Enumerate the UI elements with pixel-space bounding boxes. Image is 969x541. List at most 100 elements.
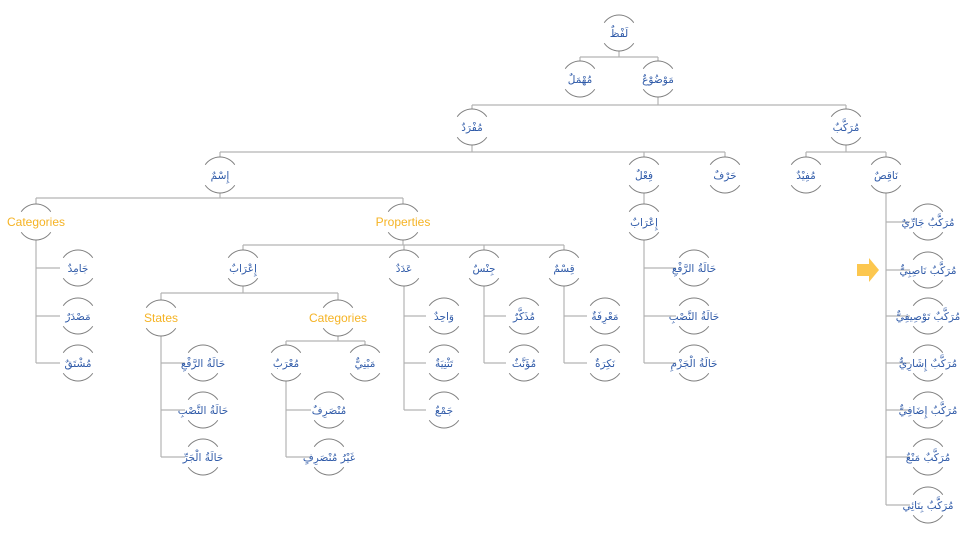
node-label: مُؤَنَّثٌ xyxy=(512,357,536,370)
node-fil-irab[interactable]: إِعْرَابٌ xyxy=(628,203,660,241)
node-jamid[interactable]: جَامِدٌ xyxy=(62,249,94,287)
node-arc-bottom xyxy=(62,372,94,382)
node-arc-bottom xyxy=(145,327,177,337)
node-ism-jarr[interactable]: حَالَةُ الْجَرِّ xyxy=(182,438,224,476)
node-arc-bottom xyxy=(912,466,944,476)
node-arc-top xyxy=(187,391,219,401)
node-arc-top xyxy=(62,297,94,307)
node-m-mani[interactable]: مُرَكَّبٌ مَنْعٌ xyxy=(906,438,950,476)
node-label: Categories xyxy=(309,311,367,325)
node-label: مُرَكَّبٌ إِضَافِيٌّ xyxy=(899,401,958,419)
node-label: حَالَةُ النَّصْبِ xyxy=(178,404,229,418)
node-ism-nasb[interactable]: حَالَةُ النَّصْبِ xyxy=(178,391,229,429)
right-arrow-icon xyxy=(857,258,879,282)
node-label: مُعْرَبٌ xyxy=(273,358,299,370)
node-masdar[interactable]: مَصْدَرٌ xyxy=(62,297,94,335)
node-arc-top xyxy=(62,344,94,354)
node-arc-top xyxy=(145,299,177,309)
node-murab[interactable]: مُعْرَبٌ xyxy=(270,344,302,382)
node-arc-top xyxy=(428,391,460,401)
node-murakkab[interactable]: مُرَكَّبٌ xyxy=(830,108,862,146)
node-irab[interactable]: إِعْرَابٌ xyxy=(227,249,259,287)
node-fil-raf[interactable]: حَالَةُ الرَّفْعِ xyxy=(672,249,716,287)
node-arc-top xyxy=(20,203,52,213)
node-arc-bottom xyxy=(603,42,635,52)
node-irab-states[interactable]: States xyxy=(144,299,178,337)
node-arc-bottom xyxy=(678,277,710,287)
node-label: مُفْرَدٌ xyxy=(461,122,482,134)
node-arc-bottom xyxy=(62,277,94,287)
node-arc-top xyxy=(564,60,596,70)
node-m-nasibi[interactable]: مُرَكَّبٌ نَاصِبِيٌّ xyxy=(899,251,957,289)
node-arc-bottom xyxy=(270,372,302,382)
node-ism-raf[interactable]: حَالَةُ الرَّفْعِ xyxy=(181,344,225,382)
node-mufrad[interactable]: مُفْرَدٌ xyxy=(456,108,488,146)
node-fil-jazm[interactable]: حَالَةُ الْجَزْمِ xyxy=(670,344,718,382)
node-muhmal[interactable]: مُهْمَلٌ xyxy=(564,60,596,98)
node-muannath[interactable]: مُؤَنَّثٌ xyxy=(508,344,540,382)
node-qism[interactable]: قِسْمٌ xyxy=(548,249,580,287)
node-arc-bottom xyxy=(428,325,460,335)
node-mufid[interactable]: مُفِيْدٌ xyxy=(790,156,822,194)
node-label: إِسْمٌ xyxy=(211,170,231,184)
node-label: مُرَكَّبٌ بِنَائِي xyxy=(902,496,953,513)
node-mudhakkar[interactable]: مُذَكَّرٌ xyxy=(508,297,540,335)
node-ism[interactable]: إِسْمٌ xyxy=(204,156,236,194)
node-jam[interactable]: جَمْعٌ xyxy=(428,391,460,429)
node-arc-bottom xyxy=(912,325,944,335)
node-arc-bottom xyxy=(830,136,862,146)
node-arc-top xyxy=(187,438,219,448)
node-harf[interactable]: حَرْفٌ xyxy=(709,156,741,194)
node-nakira[interactable]: نَكِرَةٌ xyxy=(589,344,621,382)
node-tathniya[interactable]: تَثْنِيَةٌ xyxy=(428,344,460,382)
node-jins[interactable]: جِنْسٌ xyxy=(468,249,500,287)
node-m-ishari[interactable]: مُرَكَّبٌ إِشَارِيٌّ xyxy=(899,344,957,382)
node-arc-top xyxy=(709,156,741,166)
node-adad[interactable]: عَدَدٌ xyxy=(388,249,420,287)
node-label: حَالَةُ النَّصْبِ xyxy=(669,310,720,324)
node-label: مَعْرِفَةٌ xyxy=(591,311,618,325)
node-wahid[interactable]: وَاحِدٌ xyxy=(428,297,460,335)
node-arc-bottom xyxy=(709,184,741,194)
node-ism-properties[interactable]: Properties xyxy=(376,203,431,241)
node-ghayr-munsarif[interactable]: غَيْرُ مُنْصَرِفٍ xyxy=(303,438,356,476)
node-arc-bottom xyxy=(589,372,621,382)
node-marifa[interactable]: مَعْرِفَةٌ xyxy=(589,297,621,335)
node-arc-bottom xyxy=(62,325,94,335)
node-arc-top xyxy=(870,156,902,166)
node-m-jarri[interactable]: مُرَكَّبٌ جَارِّيٌ xyxy=(901,203,955,241)
node-lafz[interactable]: لَفْظٌ xyxy=(603,14,635,52)
node-munsarif[interactable]: مُنْصَرِفٌ xyxy=(312,391,347,429)
node-m-tawsifi[interactable]: مُرَكَّبٌ تَوْصِيفِيٌّ xyxy=(896,297,961,335)
node-arc-bottom xyxy=(508,325,540,335)
node-arc-bottom xyxy=(322,327,354,337)
node-arc-bottom xyxy=(912,231,944,241)
node-arc-top xyxy=(678,297,710,307)
node-ism-categories[interactable]: Categories xyxy=(7,203,65,241)
node-mabni[interactable]: مَبْنِيٌّ xyxy=(349,344,381,382)
node-arc-bottom xyxy=(388,277,420,287)
node-label: جَامِدٌ xyxy=(68,263,89,275)
node-arc-bottom xyxy=(204,184,236,194)
node-fil[interactable]: فِعْلٌ xyxy=(628,156,660,194)
node-arc-bottom xyxy=(870,184,902,194)
node-mushtaq[interactable]: مُشْتَقٌ xyxy=(62,344,94,382)
node-label: إِعْرَابٌ xyxy=(229,263,258,277)
node-arc-top xyxy=(313,438,345,448)
node-mawdu[interactable]: مَوْضُوْعٌ xyxy=(642,60,674,98)
node-fil-nasb[interactable]: حَالَةُ النَّصْبِ xyxy=(669,297,720,335)
node-label: Properties xyxy=(376,215,431,229)
node-arc-top xyxy=(628,203,660,213)
node-arc-top xyxy=(790,156,822,166)
node-arc-bottom xyxy=(508,372,540,382)
node-arc-top xyxy=(227,249,259,259)
node-irab-categories[interactable]: Categories xyxy=(309,299,367,337)
node-label: وَاحِدٌ xyxy=(434,311,454,323)
node-arc-top xyxy=(548,249,580,259)
node-arc-bottom xyxy=(313,466,345,476)
node-m-idafi[interactable]: مُرَكَّبٌ إِضَافِيٌّ xyxy=(899,391,958,429)
node-label: لَفْظٌ xyxy=(610,26,629,40)
node-m-binai[interactable]: مُرَكَّبٌ بِنَائِي xyxy=(902,486,954,524)
node-label: مَصْدَرٌ xyxy=(64,311,90,323)
node-naqis[interactable]: نَاقِصٌ xyxy=(870,156,902,194)
